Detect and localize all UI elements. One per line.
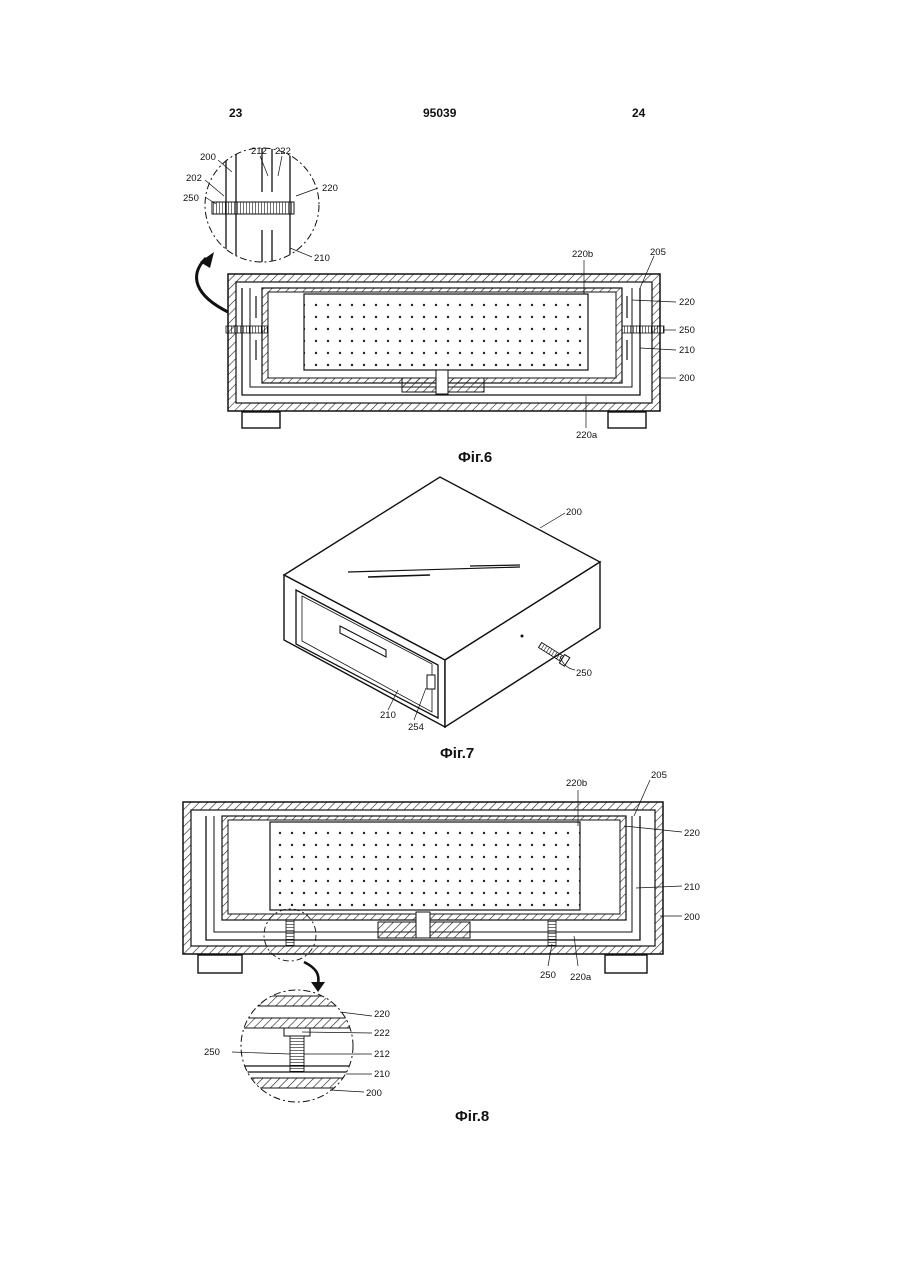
fig6-label-210: 210 [679,345,695,356]
fig7-label-210: 210 [380,710,396,721]
fig6-label-220a: 220a [576,430,598,441]
fig6-label-250-detail: 250 [183,193,199,204]
fig8-label-220b: 220b [566,778,587,789]
fig8-screw-left [286,920,294,946]
fig8-label-250-detail: 250 [204,1047,220,1058]
fig8-caption: Фіг.8 [455,1108,489,1125]
fig8-label-210: 210 [684,882,700,893]
fig6-perforated-tray-220b [304,294,588,370]
fig6-label-210-detail: 210 [314,253,330,264]
fig6-foot-left [242,412,280,428]
fig8-foot-right [605,955,647,973]
fig6-label-220b: 220b [572,249,593,260]
fig6-label-222: 222 [275,146,291,157]
fig6-label-200: 200 [679,373,695,384]
fig8-foot-left [198,955,242,973]
fig7-label-254: 254 [408,722,424,733]
fig8-label-210-detail: 210 [374,1069,390,1080]
fig8-screw-right [548,920,556,946]
fig8-label-200: 200 [684,912,700,923]
figure-7: 200 250 210 254 [284,477,600,733]
fig8-label-200-detail: 200 [366,1088,382,1099]
fig8-label-220: 220 [684,828,700,839]
figure-8: 220b 205 220 210 200 250 220a 220 222 25… [183,770,700,1102]
fig6-label-200-detail: 200 [200,152,216,163]
fig6-foot-right [608,412,646,428]
fig7-label-200: 200 [566,507,582,518]
fig6-label-220-detail: 220 [322,183,338,194]
fig6-label-205: 205 [650,247,666,258]
fig8-label-212-detail: 212 [374,1049,390,1060]
fig6-label-220: 220 [679,297,695,308]
fig8-label-220-detail: 220 [374,1009,390,1020]
fig6-screw-left [226,326,268,333]
fig8-perforated-tray-220b [270,822,580,910]
fig6-label-202: 202 [186,173,202,184]
fig6-screw-right [622,326,664,333]
fig6-label-250: 250 [679,325,695,336]
fig8-label-250: 250 [540,970,556,981]
fig8-label-222-detail: 222 [374,1028,390,1039]
figure-6: 200 212 222 202 250 220 210 220b 205 220… [183,140,695,441]
fig8-label-205: 205 [651,770,667,781]
fig8-label-220a: 220a [570,972,592,983]
fig6-caption: Фіг.6 [458,449,492,466]
fig6-label-212: 212 [251,146,267,157]
fig7-label-250: 250 [576,668,592,679]
fig7-caption: Фіг.7 [440,745,474,762]
